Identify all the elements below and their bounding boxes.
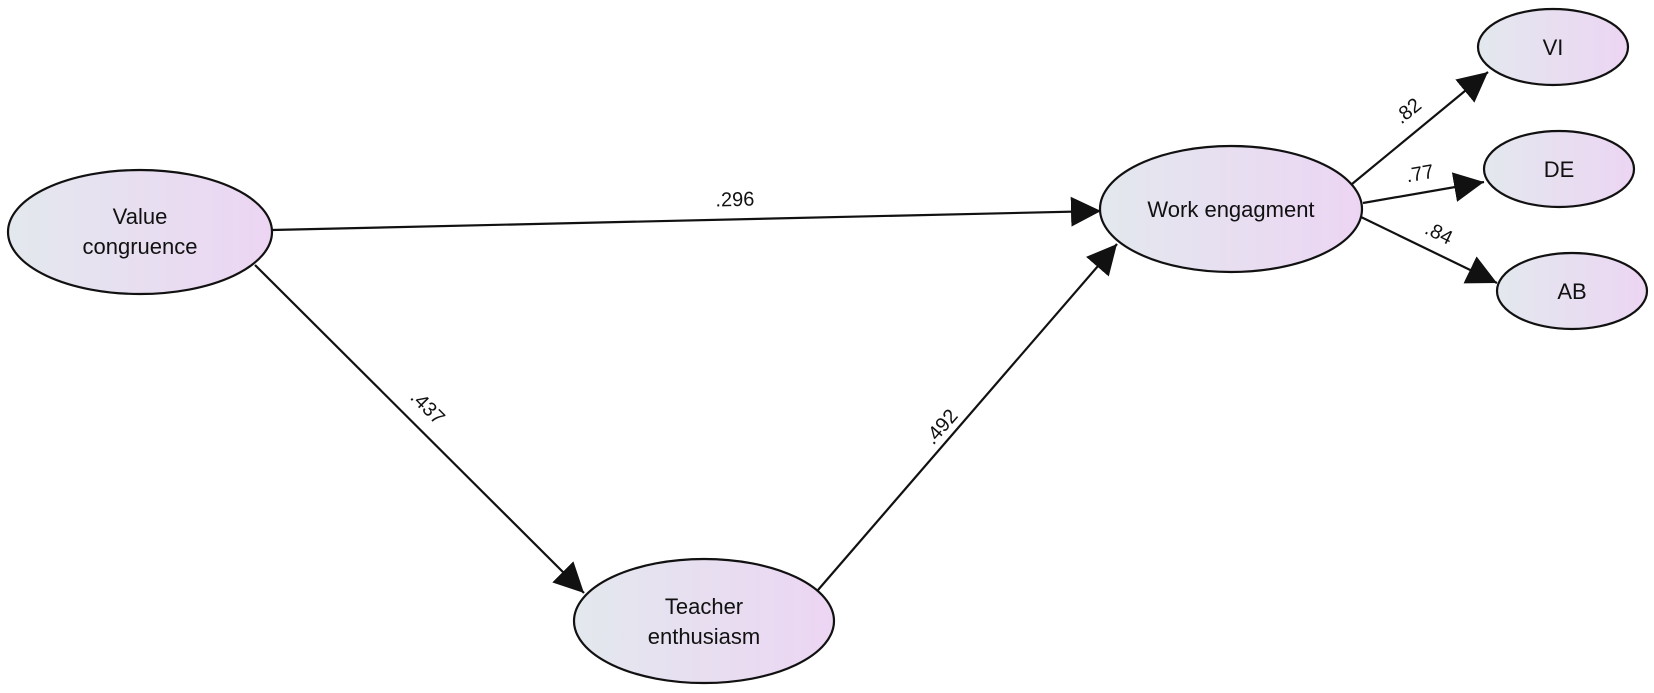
edge-teacher-enthusiasm-to-work-engagement bbox=[817, 243, 1118, 591]
node-de: DE bbox=[1482, 129, 1636, 209]
node-teacher-enthusiasm-label-line1: Teacher bbox=[665, 594, 743, 619]
coef-label-vc-we: .296 bbox=[715, 189, 754, 212]
node-vi: VI bbox=[1476, 7, 1630, 87]
node-teacher-enthusiasm: Teacher enthusiasm bbox=[572, 557, 836, 685]
node-value-congruence-label-line1: Value bbox=[113, 204, 168, 229]
coef-label-te-we: .492 bbox=[920, 405, 962, 449]
edge-value-congruence-to-work-engagement bbox=[271, 196, 1102, 232]
node-vi-label: VI bbox=[1543, 35, 1564, 60]
edge-work-engagement-to-vi bbox=[1351, 71, 1489, 185]
coef-label-we-ab: .84 bbox=[1421, 218, 1456, 250]
node-de-label: DE bbox=[1544, 157, 1575, 182]
edge-work-engagement-to-de bbox=[1362, 172, 1485, 205]
node-work-engagement-label: Work engagment bbox=[1147, 197, 1314, 222]
edge-work-engagement-to-ab bbox=[1360, 216, 1498, 284]
node-value-congruence: Value congruence bbox=[6, 168, 274, 296]
node-value-congruence-label-line2: congruence bbox=[83, 234, 198, 259]
node-ab-label: AB bbox=[1557, 279, 1586, 304]
coef-label-we-de: .77 bbox=[1404, 161, 1435, 187]
coef-label-we-vi: .82 bbox=[1390, 94, 1425, 129]
edge-value-congruence-to-teacher-enthusiasm bbox=[254, 264, 585, 594]
node-work-engagement: Work engagment bbox=[1098, 144, 1364, 274]
node-teacher-enthusiasm-label-line2: enthusiasm bbox=[648, 624, 761, 649]
node-ab: AB bbox=[1495, 251, 1649, 331]
